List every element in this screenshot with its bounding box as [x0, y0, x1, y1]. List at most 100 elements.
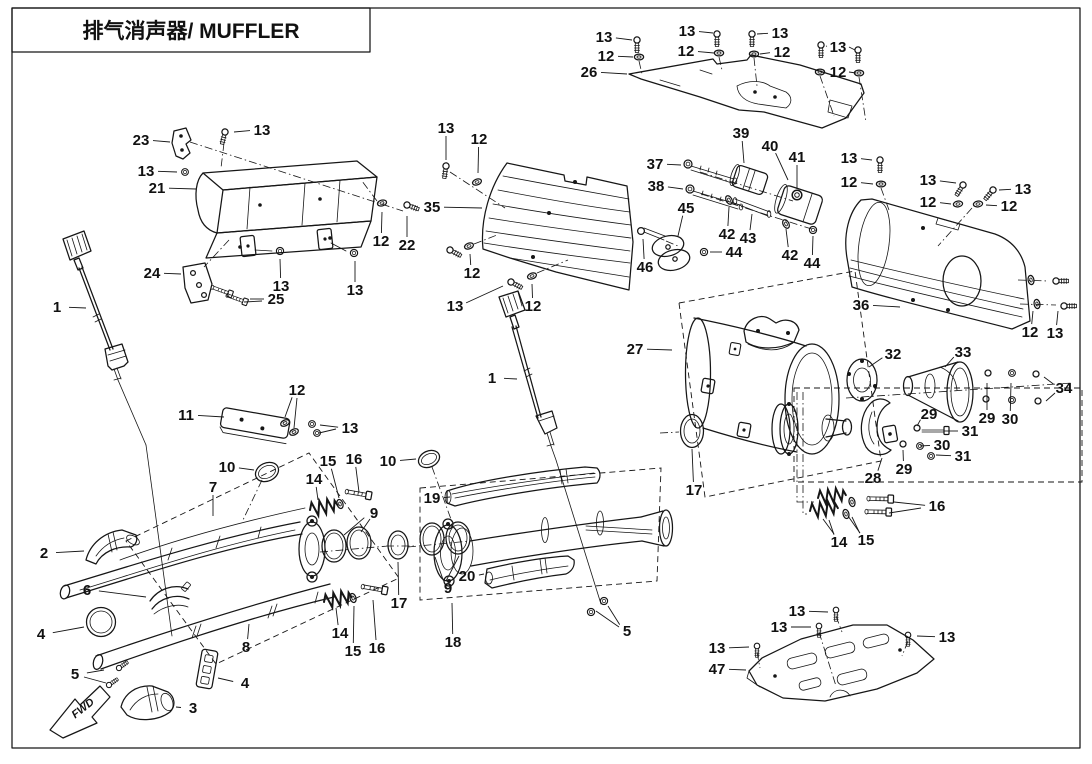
callout-leader-line: [197, 414, 225, 418]
part-callout: 32: [885, 346, 902, 363]
strap-clamp-4b: [195, 648, 219, 690]
gasket-17-right: [679, 413, 705, 449]
page-title: 排气消声器/ MUFFLER: [83, 19, 300, 43]
callout-leader-line: [698, 31, 714, 34]
part-callout: 12: [678, 43, 695, 60]
part-callout: 13: [920, 172, 937, 189]
o-ring-10-right: [417, 449, 441, 469]
mid-pipe-assembly: [407, 449, 674, 617]
muffler-assembly: [659, 270, 1083, 498]
callout-leader-line: [397, 561, 400, 596]
callout-leader-line: [728, 646, 750, 649]
callout-leader-line: [152, 140, 171, 143]
heat-shield-35: [440, 161, 634, 292]
callout-leader-line: [315, 486, 319, 501]
part-callout: 12: [289, 382, 306, 399]
part-callout: 27: [627, 341, 644, 358]
callout-leader-line: [451, 602, 454, 635]
part-callout: 10: [219, 459, 236, 476]
callout-leader-line: [741, 140, 745, 164]
part-callout: 14: [332, 625, 349, 642]
part-callout: 13: [1047, 325, 1064, 342]
callout-leader-line: [646, 348, 673, 351]
part-callout: 20: [459, 568, 476, 585]
callout-leader-line: [68, 306, 87, 309]
part-callout: 36: [853, 297, 870, 314]
callout-leader-line: [697, 51, 715, 54]
tip-fasteners: [982, 369, 1042, 405]
muffler-outlet: [821, 414, 853, 442]
part-callout: 41: [789, 149, 806, 166]
heat-shield-19: [444, 466, 601, 507]
part-callout: 12: [598, 48, 615, 65]
oxygen-sensor-left: [62, 230, 173, 637]
part-callout: 17: [391, 595, 408, 612]
part-callout: 13: [771, 619, 788, 636]
callout-leader-line: [1043, 376, 1054, 385]
part-callout: 43: [740, 230, 757, 247]
part-callout: 9: [444, 580, 452, 597]
part-callout: 12: [841, 174, 858, 191]
bracket-11: [219, 407, 321, 445]
callout-leader-line: [860, 182, 874, 185]
part-callout: 30: [934, 437, 951, 454]
callout-leader-line: [811, 235, 814, 256]
part-callout: 47: [709, 661, 726, 678]
gasket-rings-9-left: [321, 526, 372, 563]
callout-leader-line: [775, 152, 789, 181]
part-callout: 25: [268, 291, 285, 308]
callout-leader-line: [335, 607, 339, 626]
heat-shield-36: [845, 156, 1078, 330]
oxygen-sensor-mid: [498, 290, 602, 605]
hanger-fasteners: [899, 424, 950, 460]
muffler-inlet-flange: [771, 402, 799, 456]
callout-leader-line: [998, 188, 1012, 191]
outlet-flange-32: [846, 358, 878, 402]
part-callout: 3: [189, 700, 197, 717]
part-callout: 13: [830, 39, 847, 56]
gasket-17-left: [387, 530, 409, 560]
callout-leader-line: [851, 516, 861, 534]
part-callout: 21: [149, 180, 166, 197]
callout-leader-line: [893, 501, 926, 506]
callout-leader-line: [785, 228, 789, 248]
callout-leader-line: [939, 180, 957, 184]
lower-left-parts: FWD: [49, 529, 219, 739]
rear-spring-bolts: [796, 392, 895, 520]
part-callout: 15: [345, 643, 362, 660]
part-callout: 44: [726, 244, 743, 261]
part-callout: 13: [438, 120, 455, 137]
callout-leader-line: [478, 573, 485, 576]
callout-leader-line: [1031, 310, 1034, 325]
part-callout: 13: [841, 150, 858, 167]
callout-leader-line: [531, 283, 533, 299]
part-callout: 12: [525, 298, 542, 315]
callout-leader-line: [916, 635, 936, 638]
callout-leader-line: [935, 454, 952, 457]
part-callout: 44: [804, 255, 821, 272]
part-callout: 13: [679, 23, 696, 40]
part-callout: 31: [955, 448, 972, 465]
callout-leader-line: [217, 677, 234, 682]
part-callout: 34: [1056, 380, 1073, 397]
callout-leader-line: [860, 158, 873, 161]
part-callout: 18: [445, 634, 462, 651]
callout-leader-line: [677, 215, 684, 237]
part-callout: 5: [623, 623, 631, 640]
part-callout: 45: [678, 200, 695, 217]
part-callout: 13: [1015, 181, 1032, 198]
callout-leader-line: [872, 304, 901, 308]
callout-leader-line: [642, 238, 645, 260]
part-callout: 13: [342, 420, 359, 437]
callout-leader-line: [868, 357, 883, 368]
part-callout: 28: [865, 470, 882, 487]
part-callout: 23: [133, 132, 150, 149]
part-callout: 13: [447, 298, 464, 315]
heat-shield-26: [628, 30, 867, 129]
part-callout: 13: [347, 282, 364, 299]
part-callout: 8: [242, 639, 250, 656]
callout-leader-line: [319, 424, 339, 428]
callout-leader-line: [691, 448, 694, 483]
